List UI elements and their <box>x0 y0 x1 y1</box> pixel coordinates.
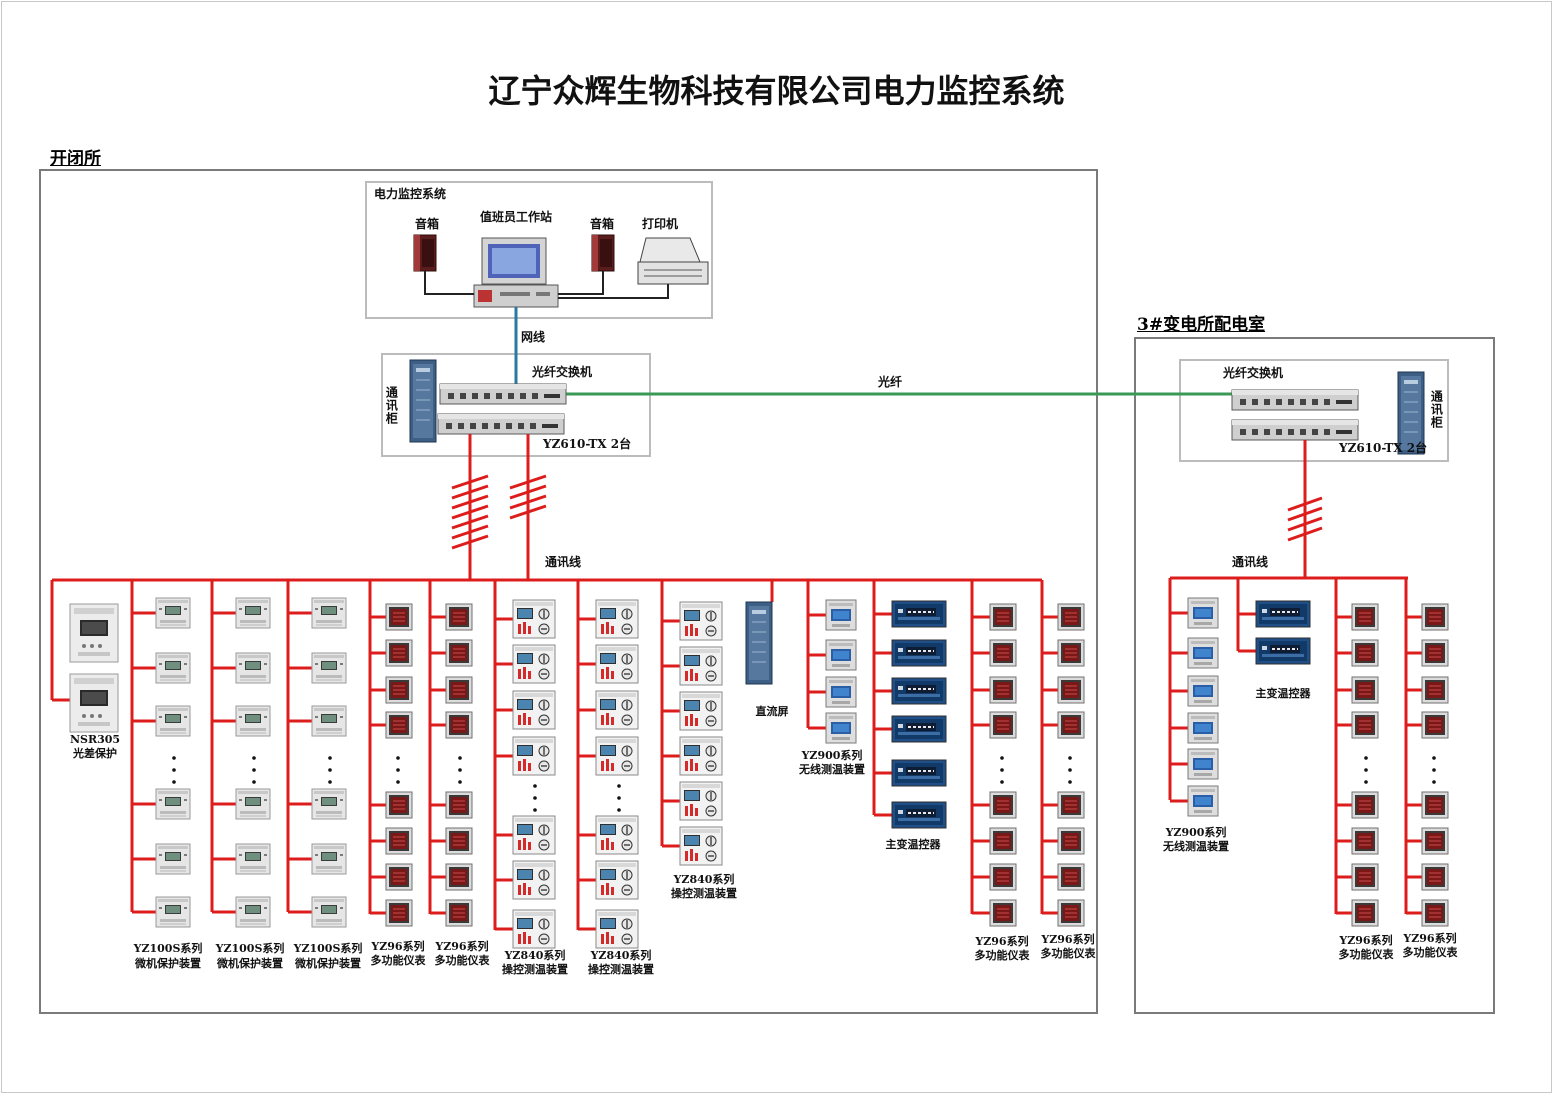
yz96-a-caption-2: 多功能仪表 <box>370 954 426 967</box>
ellipsis-dot <box>172 768 176 772</box>
printer-icon <box>637 237 709 285</box>
ellipsis-dot <box>172 780 176 784</box>
ellipsis-dot <box>533 784 537 788</box>
ellipsis-dot <box>1068 780 1072 784</box>
ellipsis-dot <box>396 768 400 772</box>
workstation-icon <box>473 237 559 308</box>
ellipsis-dot <box>1000 780 1004 784</box>
section-title-main: 开闭所 <box>50 149 101 169</box>
comm-line-main-label: 通讯线 <box>545 555 582 569</box>
control-room-box <box>365 181 713 319</box>
yz96-b-caption-1: YZ96系列 <box>435 940 489 953</box>
main-station-box <box>39 169 1098 1014</box>
workstation-label: 值班员工作站 <box>480 210 553 224</box>
sub-station-box <box>1134 337 1495 1014</box>
temp-ctrl-main-caption: 主变温控器 <box>885 838 941 851</box>
printer-label: 打印机 <box>642 217 679 231</box>
ellipsis-dot <box>1068 768 1072 772</box>
yz900-main-caption-1: YZ900系列 <box>801 749 863 762</box>
speaker-left-label: 音箱 <box>415 217 440 231</box>
switch-main-label: 光纤交换机 <box>532 365 593 379</box>
ellipsis-dot <box>172 756 176 760</box>
comm-line-sub-label: 通讯线 <box>1232 555 1269 569</box>
device-columns <box>50 578 1449 949</box>
ellipsis-dot <box>1000 756 1004 760</box>
ellipsis-dot <box>1068 756 1072 760</box>
yz96-c-caption-1: YZ96系列 <box>975 935 1029 948</box>
ellipsis-dot <box>1364 768 1368 772</box>
yz100s-a-caption-2: 微机保护装置 <box>135 957 201 970</box>
ellipsis-dot <box>252 768 256 772</box>
yz840-a-caption-1: YZ840系列 <box>504 949 566 962</box>
yz840-b-caption-2: 操控测温装置 <box>588 963 654 976</box>
ellipsis-dot <box>396 756 400 760</box>
yz96-sub-a-caption-1: YZ96系列 <box>1339 934 1393 947</box>
yz96-a-caption-1: YZ96系列 <box>371 940 425 953</box>
yz100s-b-caption-2: 微机保护装置 <box>217 957 283 970</box>
yz96-b-caption-2: 多功能仪表 <box>434 954 490 967</box>
switch-box-sub <box>1179 359 1449 462</box>
comm-bus-main <box>52 434 1042 582</box>
speaker-right-label: 音箱 <box>590 217 615 231</box>
comm-cabinet-main-label: 通讯柜 <box>384 386 399 425</box>
net-line-label: 网线 <box>521 330 546 344</box>
yz96-sub-a-caption-2: 多功能仪表 <box>1338 948 1394 961</box>
switch-main-model: YZ610-TX 2台 <box>543 437 632 451</box>
ellipsis-dot <box>617 808 621 812</box>
yz100s-a-caption-1: YZ100S系列 <box>133 942 203 955</box>
section-title-sub: 3#变电所配电室 <box>1137 315 1266 335</box>
yz96-d-caption-1: YZ96系列 <box>1041 933 1095 946</box>
yz100s-c-caption-2: 微机保护装置 <box>295 957 361 970</box>
yz840-c-caption-2: 操控测温装置 <box>671 887 737 900</box>
ellipsis-dot <box>458 756 462 760</box>
ellipsis-dot <box>1432 768 1436 772</box>
yz100s-c-caption-1: YZ100S系列 <box>293 942 363 955</box>
ellipsis-dot <box>1432 756 1436 760</box>
yz840-a-caption-2: 操控测温装置 <box>502 963 568 976</box>
fiber-label: 光纤 <box>878 375 903 389</box>
switch-sub-label: 光纤交换机 <box>1223 366 1284 380</box>
ellipsis-dot <box>1000 768 1004 772</box>
comm-cabinet-sub-label: 通讯柜 <box>1429 390 1444 429</box>
yz900-sub-caption-1: YZ900系列 <box>1165 826 1227 839</box>
ellipsis-dot <box>458 780 462 784</box>
yz100s-b-caption-1: YZ100S系列 <box>215 942 285 955</box>
ellipsis-dot <box>458 768 462 772</box>
nsr305-caption-2: 光差保护 <box>73 747 117 760</box>
ellipsis-dot <box>617 784 621 788</box>
comm-bus-sub <box>1170 440 1408 580</box>
yz900-main-caption-2: 无线测温装置 <box>799 763 865 776</box>
yz96-d-caption-2: 多功能仪表 <box>1040 947 1096 960</box>
yz96-sub-b-caption-2: 多功能仪表 <box>1402 946 1458 959</box>
nsr305-caption-1: NSR305 <box>69 733 121 746</box>
control-group-label: 电力监控系统 <box>374 187 447 201</box>
temp-ctrl-sub-caption: 主变温控器 <box>1255 687 1311 700</box>
page-title: 辽宁众辉生物科技有限公司电力监控系统 <box>488 72 1065 110</box>
ellipsis-dot <box>1364 756 1368 760</box>
ellipsis-dot <box>533 808 537 812</box>
ellipsis-dot <box>328 756 332 760</box>
yz96-sub-b-caption-1: YZ96系列 <box>1403 932 1457 945</box>
yz840-b-caption-1: YZ840系列 <box>590 949 652 962</box>
ellipsis-dot <box>328 780 332 784</box>
ellipsis-dot <box>252 756 256 760</box>
ellipsis-dot <box>617 796 621 800</box>
dc-panel-caption: 直流屏 <box>755 705 789 718</box>
ellipsis-dot <box>533 796 537 800</box>
ellipsis-dot <box>1432 780 1436 784</box>
ellipsis-dot <box>252 780 256 784</box>
cable-bundle-marks <box>451 474 1323 550</box>
yz840-c-caption-1: YZ840系列 <box>673 873 735 886</box>
yz96-c-caption-2: 多功能仪表 <box>974 949 1030 962</box>
control-wiring <box>424 271 669 299</box>
ellipsis-dot <box>1364 780 1368 784</box>
ellipsis-dot <box>396 780 400 784</box>
switch-sub-model: YZ610-TX 2台 <box>1339 441 1428 455</box>
ellipsis-dot <box>328 768 332 772</box>
yz900-sub-caption-2: 无线测温装置 <box>1163 840 1229 853</box>
